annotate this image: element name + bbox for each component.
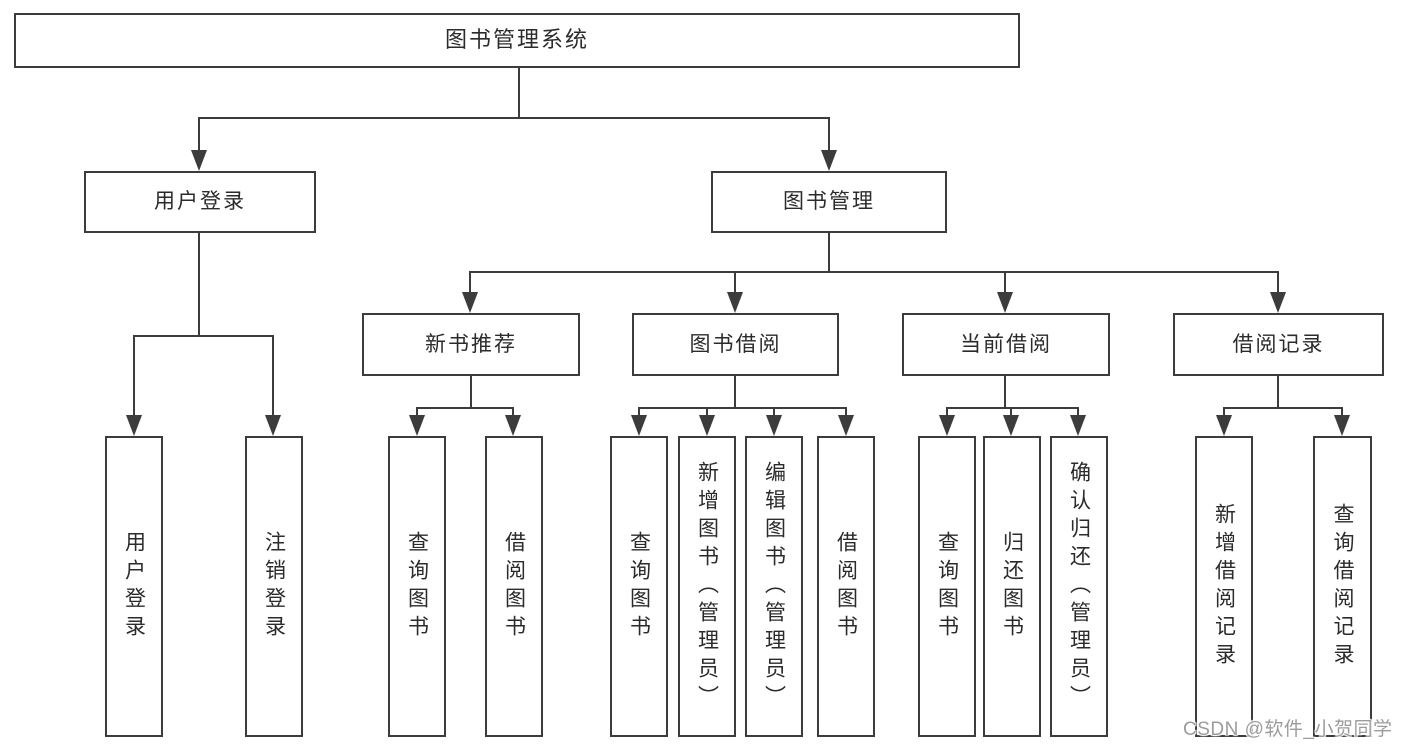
arrow-down-icon <box>462 292 478 313</box>
connector-line <box>1341 407 1343 417</box>
connector-line <box>828 233 830 272</box>
connector-line <box>133 335 135 415</box>
leaf-newbook-borrow-box: 借阅图书 <box>485 436 543 737</box>
connector-line <box>1004 376 1006 408</box>
connector-line <box>845 407 847 417</box>
connector-line <box>272 335 274 415</box>
connector-line <box>416 407 418 417</box>
connector-line <box>417 407 514 409</box>
arrow-down-icon <box>727 292 743 313</box>
connector-line <box>773 407 775 417</box>
connector-line <box>1277 271 1279 293</box>
arrow-down-icon <box>1216 415 1232 436</box>
arrow-down-icon <box>409 415 425 436</box>
arrow-down-icon <box>1003 415 1019 436</box>
borrow-record-box: 借阅记录 <box>1173 313 1384 376</box>
connector-line <box>638 407 640 417</box>
leaf-borrow-borrow-box: 借阅图书 <box>817 436 875 737</box>
arrow-down-icon <box>191 150 207 171</box>
connector-line <box>1223 407 1225 417</box>
connector-line <box>734 376 736 408</box>
connector-line <box>1223 407 1343 409</box>
new-book-recommend-box: 新书推荐 <box>362 313 580 376</box>
arrow-down-icon <box>126 415 142 436</box>
arrow-down-icon <box>939 415 955 436</box>
connector-line <box>638 407 847 409</box>
connector-line <box>1277 376 1279 408</box>
arrow-down-icon <box>699 415 715 436</box>
connector-line <box>470 271 1279 273</box>
system-root-box: 图书管理系统 <box>14 13 1020 68</box>
current-borrow-box: 当前借阅 <box>902 313 1110 376</box>
book-management-box: 图书管理 <box>711 171 947 233</box>
connector-line <box>469 271 471 293</box>
watermark-text: CSDN @软件_小贺同学 <box>1183 719 1393 740</box>
connector-line <box>1004 271 1006 293</box>
arrow-down-icon <box>265 415 281 436</box>
arrow-down-icon <box>821 150 837 171</box>
connector-line <box>518 68 520 118</box>
arrow-down-icon <box>1070 415 1086 436</box>
leaf-newbook-query-box: 查询图书 <box>388 436 446 737</box>
leaf-record-add-box: 新增借阅记录 <box>1195 436 1253 737</box>
leaf-current-return-box: 归还图书 <box>983 436 1041 737</box>
leaf-logout-box: 注销登录 <box>245 436 303 737</box>
connector-line <box>734 271 736 293</box>
connector-line <box>1010 407 1012 417</box>
connector-line <box>198 117 200 151</box>
connector-line <box>946 407 948 417</box>
leaf-user-login-box: 用户登录 <box>105 436 163 737</box>
leaf-borrow-edit-admin-box: 编辑图书（管理员） <box>745 436 803 737</box>
arrow-down-icon <box>1270 292 1286 313</box>
arrow-down-icon <box>997 292 1013 313</box>
leaf-current-confirm-admin-box: 确认归还（管理员） <box>1050 436 1108 737</box>
leaf-borrow-query-box: 查询图书 <box>610 436 668 737</box>
arrow-down-icon <box>766 415 782 436</box>
connector-line <box>1077 407 1079 417</box>
arrow-down-icon <box>838 415 854 436</box>
connector-line <box>199 117 830 119</box>
leaf-current-query-box: 查询图书 <box>918 436 976 737</box>
arrow-down-icon <box>1334 415 1350 436</box>
connector-line <box>946 407 1079 409</box>
user-login-box: 用户登录 <box>84 171 316 233</box>
arrow-down-icon <box>631 415 647 436</box>
connector-line <box>133 335 274 337</box>
book-borrow-box: 图书借阅 <box>632 313 839 376</box>
connector-line <box>512 407 514 417</box>
connector-line <box>198 233 200 336</box>
connector-line <box>706 407 708 417</box>
leaf-borrow-add-admin-box: 新增图书（管理员） <box>678 436 736 737</box>
arrow-down-icon <box>505 415 521 436</box>
leaf-record-query-box: 查询借阅记录 <box>1313 436 1372 737</box>
connector-line <box>828 117 830 151</box>
connector-line <box>470 376 472 408</box>
